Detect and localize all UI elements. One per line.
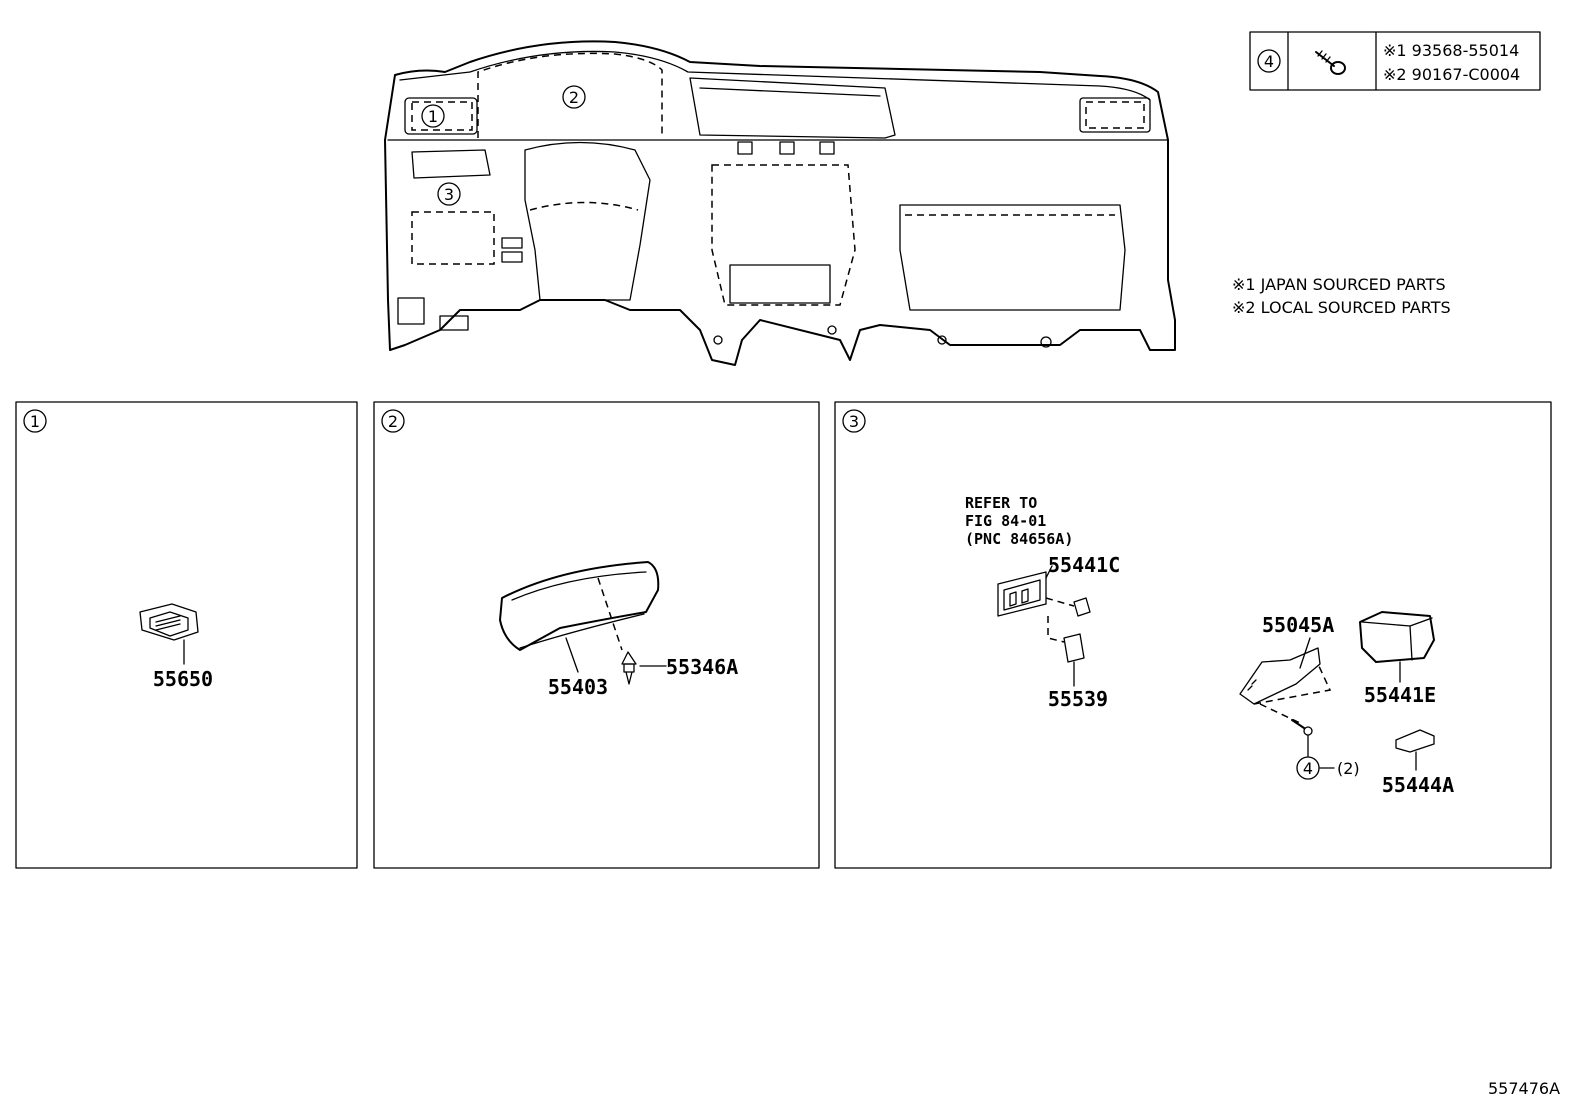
- screw-icon: [1291, 719, 1313, 736]
- note-japan-sourced: ※1 JAPAN SOURCED PARTS: [1232, 275, 1446, 294]
- svg-text:3: 3: [849, 412, 859, 431]
- svg-text:4: 4: [1264, 52, 1274, 71]
- switch-bezel-illustration: [997, 571, 1047, 617]
- overview-callout-2: 2: [562, 85, 586, 109]
- fastener-callout-4: 4: [1303, 759, 1313, 778]
- clip-icon: [621, 651, 637, 685]
- svg-text:2: 2: [569, 88, 579, 107]
- cluster-hood-illustration: [499, 561, 660, 651]
- panel-3: 3 REFER TO FIG 84-01 (PNC 84656A) 55441C…: [834, 401, 1552, 869]
- svg-text:3: 3: [444, 185, 454, 204]
- panel-2: 2 55403 55346A: [373, 401, 820, 869]
- overview-callout-3: 3: [437, 182, 461, 206]
- dashboard-overview: [384, 40, 1176, 366]
- svg-text:1: 1: [428, 107, 438, 126]
- fastener-row-1: ※1 93568-55014: [1383, 41, 1519, 60]
- figure-id: 557476A: [1488, 1079, 1560, 1098]
- panel-1: 1 55650: [15, 401, 358, 869]
- overview-callout-1: 1: [421, 104, 445, 128]
- knee-panel-illustration: [1239, 647, 1332, 705]
- part-number-55346A: 55346A: [666, 655, 738, 679]
- note-local-sourced: ※2 LOCAL SOURCED PARTS: [1232, 298, 1451, 317]
- switch-base-illustration: [1063, 633, 1085, 663]
- part-number-55444A: 55444A: [1382, 773, 1454, 797]
- tray-mat-illustration: [1395, 729, 1435, 753]
- part-number-55403: 55403: [548, 675, 608, 699]
- fastener-quantity: (2): [1337, 759, 1360, 778]
- fastener-row-2: ※2 90167-C0004: [1383, 65, 1520, 84]
- bracket-clip-illustration: [1073, 597, 1091, 617]
- part-number-55441E: 55441E: [1364, 683, 1436, 707]
- svg-text:1: 1: [30, 412, 40, 431]
- refer-to-line1: REFER TO: [965, 494, 1037, 512]
- vent-part-illustration: [139, 603, 199, 641]
- part-number-55441C: 55441C: [1048, 553, 1120, 577]
- storage-box-illustration: [1359, 611, 1435, 663]
- part-number-55650: 55650: [153, 667, 213, 691]
- refer-to-line2: FIG 84-01: [965, 512, 1046, 530]
- part-number-55045A: 55045A: [1262, 613, 1334, 637]
- part-number-55539: 55539: [1048, 687, 1108, 711]
- screw-icon: [1315, 50, 1346, 75]
- fastener-table: 4 ※1 93568-55014 ※2 90167-C0004: [1249, 31, 1541, 91]
- svg-text:2: 2: [388, 412, 398, 431]
- refer-to-line3: (PNC 84656A): [965, 530, 1073, 548]
